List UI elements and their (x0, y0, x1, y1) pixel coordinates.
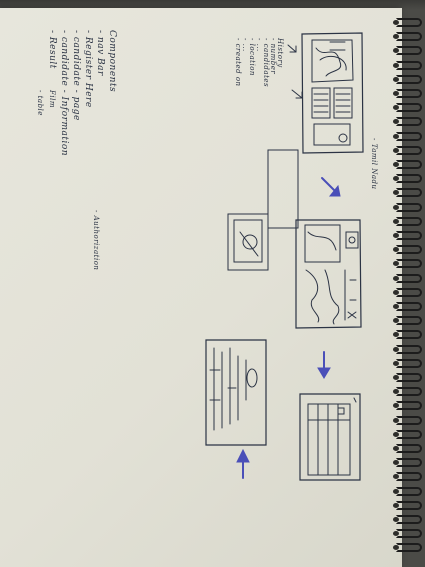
spiral-coil (396, 245, 422, 255)
placeholder-frame (267, 149, 299, 229)
punch-hole (393, 62, 399, 68)
punch-hole (393, 91, 399, 96)
notebook-page (0, 8, 402, 567)
punch-hole (393, 531, 399, 537)
punch-hole (393, 460, 399, 466)
punch-hole (393, 375, 399, 380)
punch-hole (393, 517, 399, 522)
punch-hole (393, 289, 399, 295)
punch-hole (393, 417, 399, 423)
spiral-coil (396, 188, 422, 198)
spiral-coil (396, 429, 422, 439)
punch-hole (393, 304, 399, 309)
spiral-coil (396, 472, 422, 482)
punch-hole (393, 119, 399, 125)
punch-hole (393, 431, 399, 437)
punch-hole (393, 190, 399, 196)
spiral-coil (396, 444, 422, 453)
punch-hole (393, 34, 399, 40)
spiral-coil (396, 89, 422, 98)
punch-hole (393, 204, 399, 210)
spiral-coil (396, 103, 422, 113)
punch-hole (393, 133, 399, 139)
punch-hole (393, 403, 399, 409)
punch-hole (393, 147, 399, 153)
spiral-coil (396, 74, 422, 84)
spiral-coil (396, 543, 422, 553)
spiral-coil (396, 373, 422, 382)
pointer-arrow-2 (291, 89, 303, 99)
spiral-coil (396, 18, 422, 27)
spiral-coil (396, 131, 422, 141)
spiral-coil (396, 401, 422, 411)
punch-hole (393, 105, 399, 111)
punch-hole (393, 318, 399, 324)
punch-hole (393, 233, 399, 238)
punch-hole (393, 332, 399, 338)
spiral-coil (396, 202, 422, 212)
spiral-coil (396, 515, 422, 524)
table-surface (0, 0, 425, 10)
form-sketch (205, 339, 267, 446)
spiral-coil (396, 231, 422, 240)
punch-hole (393, 389, 399, 395)
spiral-coil (396, 60, 422, 70)
spiral-coil (396, 117, 422, 127)
punch-hole (393, 247, 399, 253)
candidate-page-sketch (295, 219, 362, 329)
punch-hole (393, 162, 399, 167)
punch-hole (393, 474, 399, 480)
punch-hole (393, 275, 399, 281)
pointer-arrow-1 (287, 44, 297, 53)
punch-hole (393, 20, 399, 25)
spiral-binding (393, 18, 425, 558)
spiral-coil (396, 216, 422, 226)
spiral-coil (396, 358, 422, 368)
spiral-coil (396, 344, 422, 354)
spiral-coil (396, 259, 422, 269)
history-frame-sketch (301, 32, 364, 154)
spiral-coil (396, 273, 422, 283)
flow-arrows (236, 177, 341, 479)
punch-hole (393, 502, 399, 508)
spiral-coil (396, 287, 422, 297)
spiral-coil (396, 46, 422, 56)
spiral-coil (396, 174, 422, 184)
spiral-coil (396, 145, 422, 155)
spiral-coil (396, 486, 422, 496)
spiral-coil (396, 529, 422, 539)
spiral-coil (396, 415, 422, 425)
punch-hole (393, 545, 399, 551)
punch-hole (393, 261, 399, 267)
small-device-sketch (227, 213, 269, 271)
punch-hole (393, 360, 399, 366)
punch-hole (393, 48, 399, 54)
punch-hole (393, 346, 399, 352)
spiral-coil (396, 500, 422, 510)
spiral-coil (396, 32, 422, 42)
spiral-coil (396, 330, 422, 340)
spiral-coil (396, 302, 422, 311)
result-table-sketch (299, 393, 361, 481)
punch-hole (393, 446, 399, 451)
punch-hole (393, 176, 399, 182)
spiral-coil (396, 316, 422, 326)
spiral-coil (396, 458, 422, 468)
punch-hole (393, 218, 399, 224)
spiral-coil (396, 387, 422, 397)
spiral-coil (396, 160, 422, 169)
punch-hole (393, 76, 399, 82)
punch-hole (393, 488, 399, 494)
